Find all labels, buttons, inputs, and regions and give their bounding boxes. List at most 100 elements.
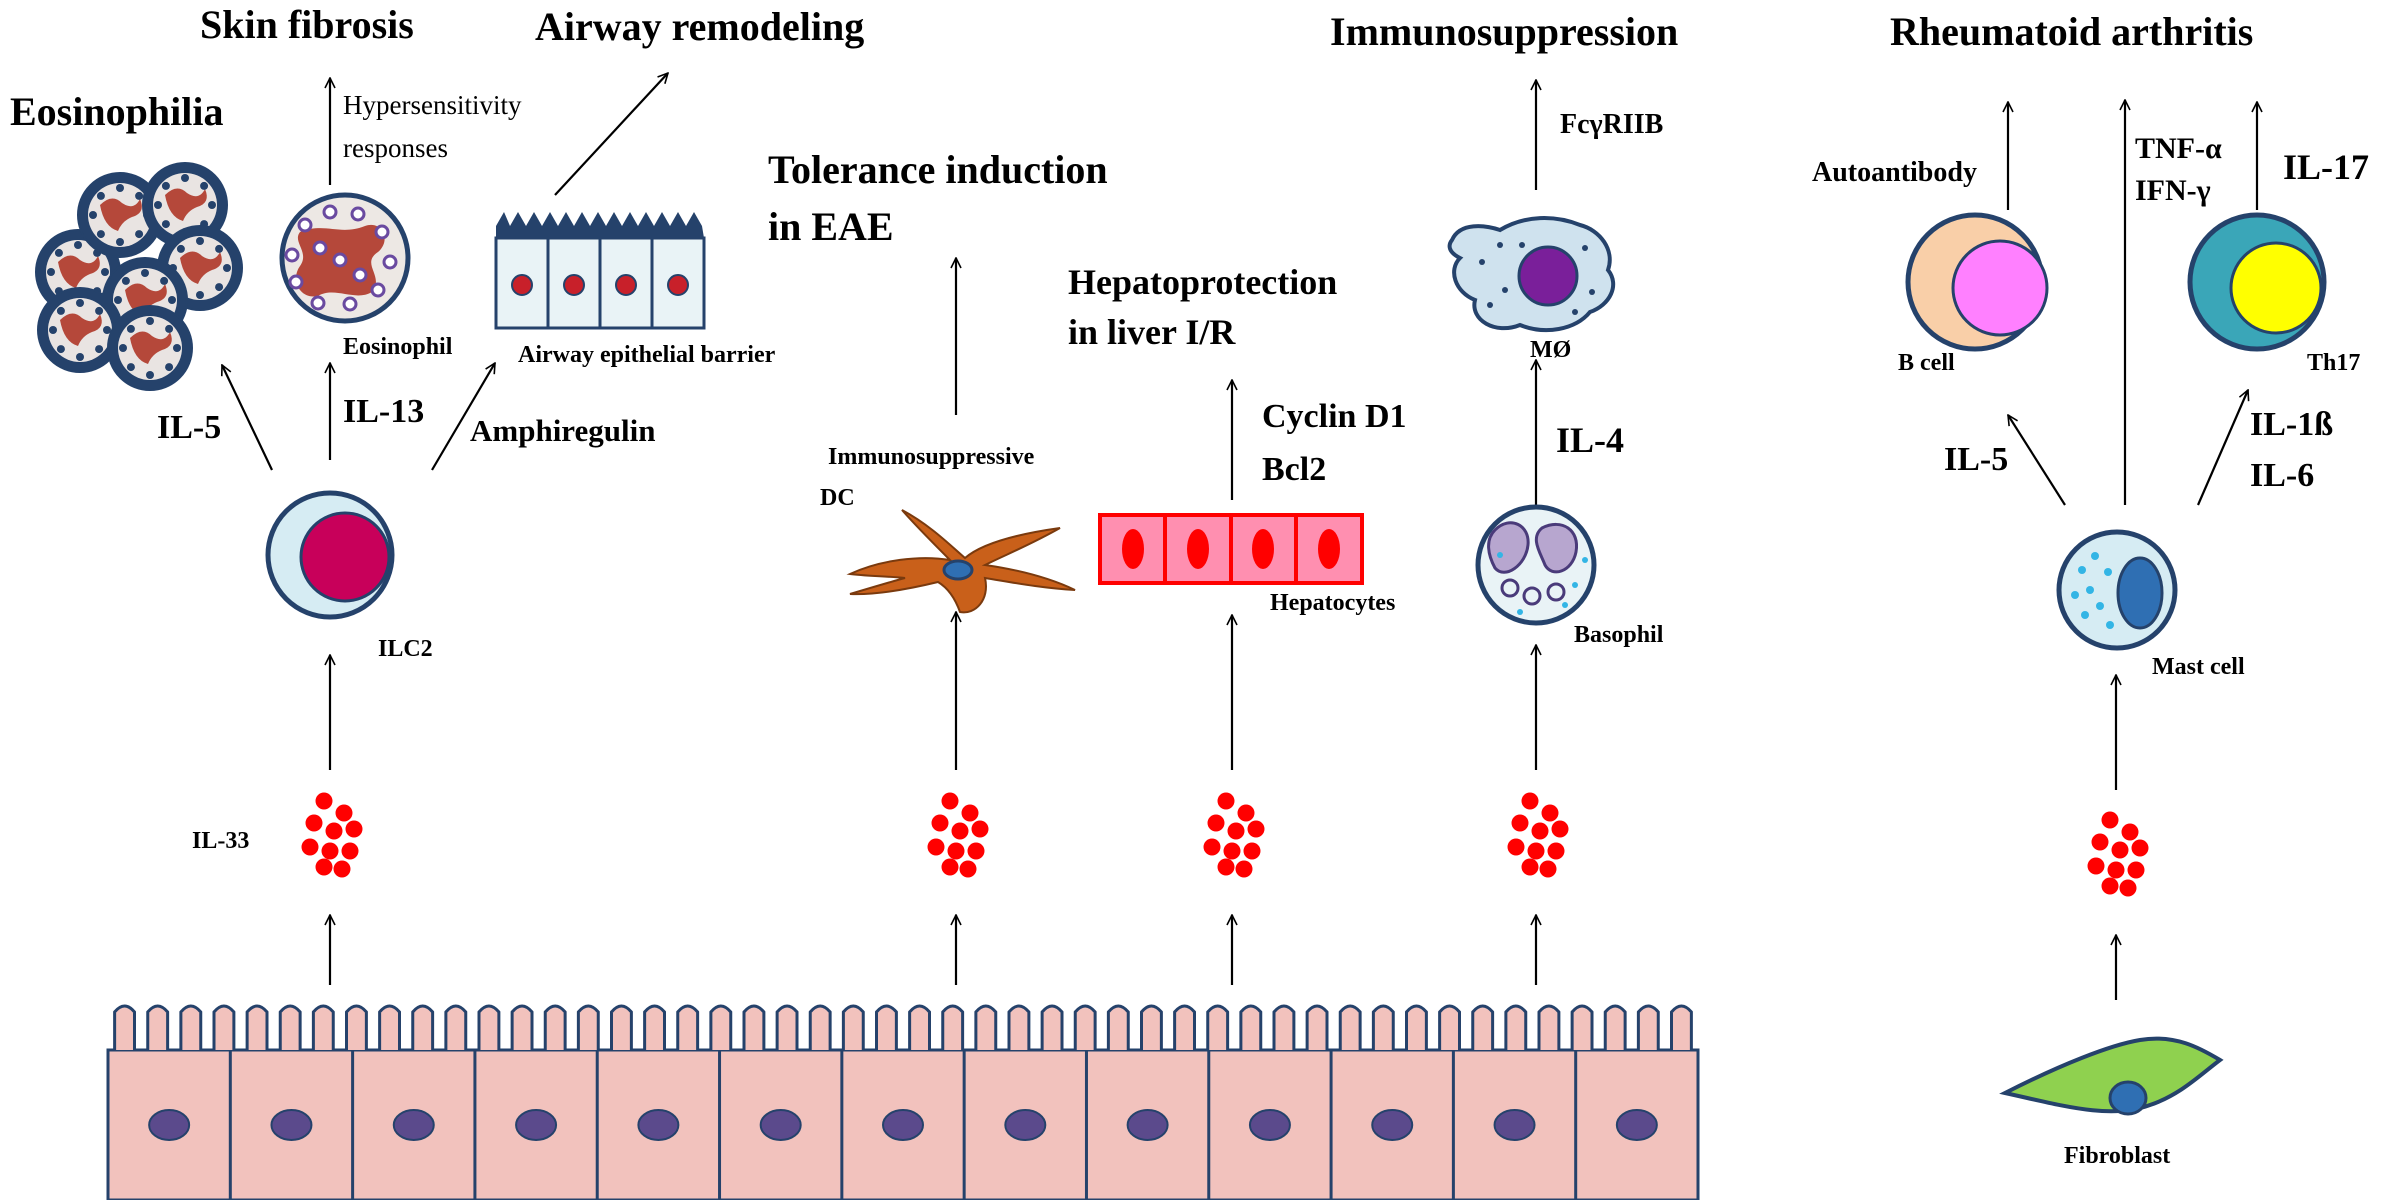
eosinophil-dot xyxy=(141,269,149,277)
il33-dot xyxy=(2111,841,2129,859)
tolerance-title-line1: Tolerance induction xyxy=(768,147,1108,192)
il33-dot xyxy=(951,822,969,840)
il33-dot xyxy=(1511,814,1529,832)
microvilli xyxy=(108,1004,1698,1052)
epithelial-nucleus xyxy=(392,1109,435,1141)
airway-remodeling-title: Airway remodeling xyxy=(535,4,864,49)
il33-dot xyxy=(2121,823,2139,841)
il33-dot xyxy=(1217,858,1235,876)
epithelial-nucleus xyxy=(1126,1109,1169,1141)
arrow xyxy=(431,363,496,471)
eosinophil-dot xyxy=(56,306,65,315)
il33-particles xyxy=(301,792,2149,897)
epithelial-nucleus xyxy=(515,1109,558,1141)
eosinophil-dot xyxy=(116,238,124,246)
eosinophil-dot xyxy=(49,326,57,334)
il33-dot xyxy=(941,792,959,810)
eosinophil-dot xyxy=(165,324,174,333)
eosinophil-dot xyxy=(95,345,104,354)
epithelial-cell-layer xyxy=(106,1004,1700,1200)
il33-dot xyxy=(1247,820,1265,838)
eosinophil-dot xyxy=(119,344,127,352)
cyclin-d1-label: Cyclin D1 xyxy=(1262,398,1407,435)
il5-left-label: IL-5 xyxy=(157,409,221,446)
il13-label: IL-13 xyxy=(343,393,424,430)
il1b-label: IL-1ß xyxy=(2250,406,2333,443)
il33-dot xyxy=(345,820,363,838)
eosinophil-dot xyxy=(96,230,105,239)
eosinophil-dot xyxy=(116,184,124,192)
eosinophil-dot xyxy=(74,241,82,249)
eosinophil-granule xyxy=(58,255,100,288)
eosinophil-dot xyxy=(76,299,84,307)
il33-dot xyxy=(1227,822,1245,840)
il33-dot xyxy=(1235,860,1253,878)
il33-dot xyxy=(1539,860,1557,878)
il33-dot xyxy=(1223,842,1241,860)
il33-dot xyxy=(967,842,985,860)
eosinophil-dot xyxy=(196,291,204,299)
il33-dot xyxy=(301,838,319,856)
epithelial-nucleus xyxy=(882,1109,924,1141)
eosinophil-dot xyxy=(161,181,170,190)
il33-dot xyxy=(2127,861,2145,879)
il33-dot xyxy=(315,792,333,810)
il33-dot xyxy=(1521,858,1539,876)
eosinophil-dot xyxy=(161,220,170,229)
macrophage-label: MØ xyxy=(1530,337,1571,363)
il33-dot xyxy=(2107,861,2125,879)
airway-epithelium-icon xyxy=(494,212,706,330)
b-cell-label: B cell xyxy=(1898,350,1955,376)
il4-label: IL-4 xyxy=(1556,420,1624,460)
fcgriib-label: FcγRIIB xyxy=(1560,109,1663,140)
skin-fibrosis-title: Skin fibrosis xyxy=(200,2,414,47)
il33-dot xyxy=(1237,804,1255,822)
macrophage-icon xyxy=(1447,216,1616,333)
epithelial-nucleus xyxy=(759,1109,802,1141)
il33-dot xyxy=(961,804,979,822)
epithelial-nucleus xyxy=(1248,1109,1291,1141)
eosinophil-dot xyxy=(223,264,231,272)
il33-dot xyxy=(341,842,359,860)
basophil-icon xyxy=(1475,504,1597,626)
il33-dot xyxy=(1531,822,1549,840)
dc-label-line1: Immunosuppressive xyxy=(828,444,1035,470)
eosinophil-dot xyxy=(89,211,97,219)
hepatocytes-label: Hepatocytes xyxy=(1270,590,1395,616)
eosinophil-dot xyxy=(200,181,209,190)
il33-dot xyxy=(1541,804,1559,822)
eosinophil-dot xyxy=(181,174,189,182)
hypersensitivity-label-line2: responses xyxy=(343,133,448,163)
eosinophil-granule xyxy=(100,198,142,231)
il33-dot xyxy=(1547,842,1565,860)
eosinophilia-title: Eosinophilia xyxy=(10,89,223,134)
epithelial-nucleus xyxy=(1371,1109,1414,1141)
ilc2-cell-icon xyxy=(265,490,395,620)
eosinophil-dot xyxy=(101,268,109,276)
epithelial-nucleus xyxy=(270,1109,313,1141)
il6-label: IL-6 xyxy=(2250,457,2314,494)
hepatoprotection-title-line2: in liver I/R xyxy=(1068,312,1236,352)
epithelial-nucleus xyxy=(1493,1109,1536,1141)
hepatocytes-icon xyxy=(1098,513,1364,585)
tnf-alpha-label: TNF-α xyxy=(2135,132,2222,165)
eosinophil-granule xyxy=(60,313,102,346)
eosinophil-dot xyxy=(215,283,224,292)
immunosuppression-title: Immunosuppression xyxy=(1330,9,1678,54)
mast-cell-label: Mast cell xyxy=(2152,654,2245,680)
th17-cell-icon xyxy=(2187,212,2327,352)
eosinophilia-cluster-icon xyxy=(35,162,243,391)
il33-label: IL-33 xyxy=(192,828,249,854)
eosinophil-dot xyxy=(54,248,63,257)
epithelial-nucleus xyxy=(1615,1109,1658,1141)
eosinophil-dot xyxy=(135,230,144,239)
basophil-label: Basophil xyxy=(1574,622,1664,648)
il33-dot xyxy=(333,860,351,878)
eosinophil-dot xyxy=(121,276,130,285)
epithelial-nucleus xyxy=(148,1109,191,1141)
eosinophil-dot xyxy=(126,363,135,372)
epithelial-cells xyxy=(148,1050,1658,1200)
il33-dot xyxy=(1521,792,1539,810)
il5-right-label: IL-5 xyxy=(1944,441,2008,478)
airway-epithelial-barrier-label: Airway epithelial barrier xyxy=(518,342,776,368)
